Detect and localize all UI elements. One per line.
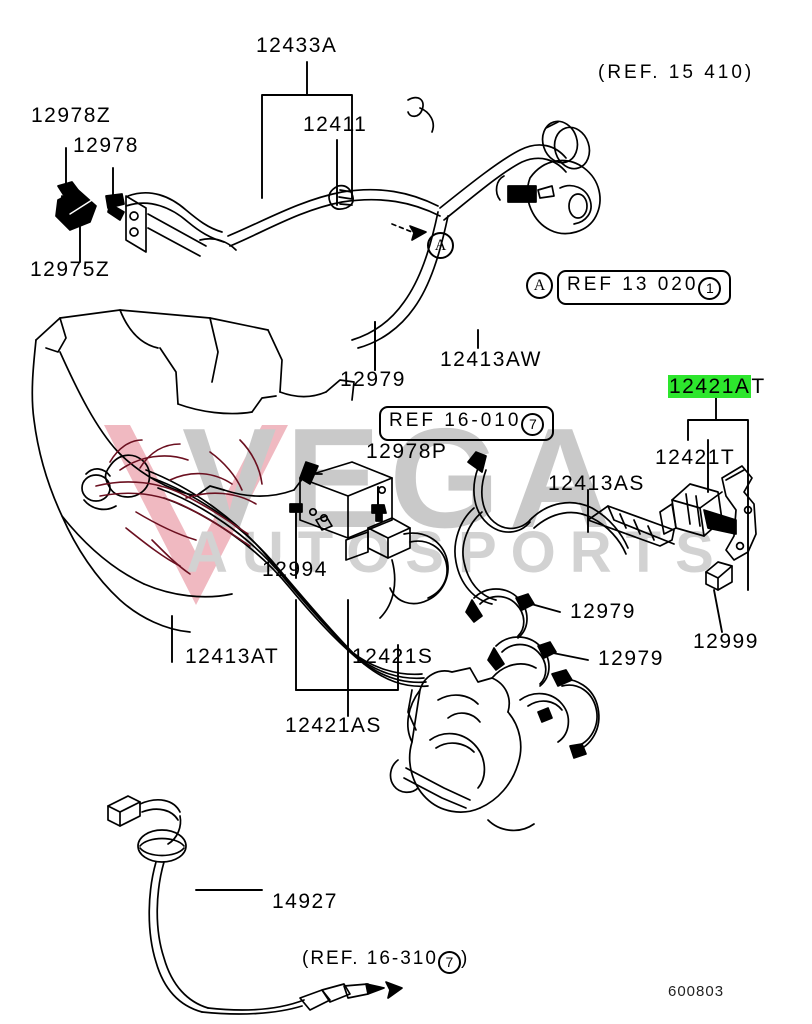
part-label-12421AS: 12421AS — [285, 714, 382, 737]
part-label-12421AT-highlighted: 12421AT — [668, 375, 766, 399]
part-label-12999: 12999 — [693, 630, 759, 653]
reference-16-010-circled-number: 7 — [521, 413, 545, 436]
reference-paren-close: ) — [460, 948, 470, 969]
part-label-12413AS: 12413AS — [548, 472, 645, 495]
reference-paren-open: ( — [302, 948, 311, 969]
highlight-tail: T — [751, 375, 766, 398]
marker-a-lower: A — [526, 272, 553, 299]
part-label-12413AW: 12413AW — [440, 348, 542, 371]
reference-16-310-circled-number: 7 — [437, 951, 461, 974]
part-label-12421S: 12421S — [352, 645, 434, 668]
part-label-12433A: 12433A — [256, 34, 338, 57]
reference-16-310-text: REF. 16-310 — [310, 948, 438, 969]
reference-15-410: (REF. 15 410) — [598, 62, 755, 83]
part-label-12979-upper: 12979 — [340, 368, 406, 391]
part-label-12978: 12978 — [73, 134, 139, 157]
reference-13-020-circled-number: 1 — [698, 277, 722, 300]
sheet-code: 600803 — [668, 983, 725, 1000]
part-label-12413AT: 12413AT — [185, 645, 280, 668]
part-label-12979-lower: 12979 — [598, 647, 664, 670]
reference-13-020-text: REF 13 020 — [567, 274, 699, 295]
part-label-12994: 12994 — [262, 558, 328, 581]
reference-16-010-text: REF 16-010 — [389, 410, 522, 431]
part-label-14927: 14927 — [272, 890, 338, 913]
part-label-12978P: 12978P — [366, 440, 448, 463]
part-label-12975Z: 12975Z — [30, 258, 111, 281]
marker-a-upper: A — [427, 232, 454, 259]
part-label-12978Z: 12978Z — [31, 104, 112, 127]
highlight-span: 12421A — [668, 375, 752, 398]
part-label-12979-mid: 12979 — [570, 600, 636, 623]
part-label-12411: 12411 — [303, 113, 368, 136]
part-label-12421T: 12421T — [655, 446, 736, 469]
